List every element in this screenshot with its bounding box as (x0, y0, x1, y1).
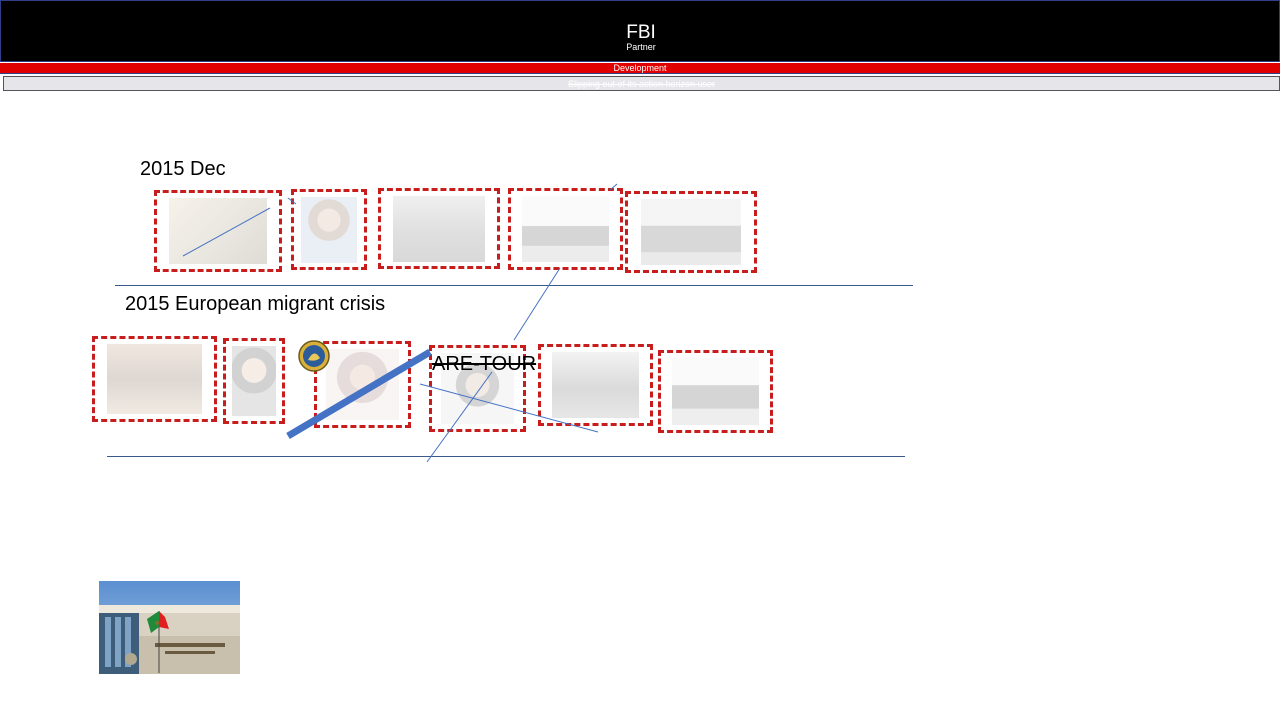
photo-frame[interactable] (223, 338, 285, 424)
photo-frame[interactable] (658, 350, 773, 433)
photo-frame[interactable] (625, 191, 757, 273)
photo-frame[interactable] (508, 188, 623, 270)
photo-frame[interactable] (378, 188, 500, 269)
connector-line (513, 267, 561, 341)
header-bar: FBI Partner (0, 0, 1280, 62)
building-photo (99, 581, 240, 674)
info-bar-label: Slipping out of its action horizon user (567, 79, 716, 89)
photo-frame[interactable] (154, 190, 282, 272)
section-divider (115, 285, 913, 286)
header-subtitle: Partner (626, 42, 656, 52)
photo-frame[interactable] (538, 344, 653, 426)
info-bar: Slipping out of its action horizon user (3, 76, 1280, 91)
photo-frame[interactable] (291, 189, 367, 270)
overlay-label: ARE-TOUR (432, 353, 537, 375)
band-label: Development (613, 63, 667, 73)
seal-icon (298, 340, 330, 372)
header-title: FBI (626, 22, 656, 43)
section-divider (107, 456, 905, 457)
section-title-dec: 2015 Dec (140, 158, 226, 180)
development-band: Development (0, 63, 1280, 74)
section-title-migrant: 2015 European migrant crisis (125, 293, 386, 315)
photo-frame[interactable] (92, 336, 217, 422)
